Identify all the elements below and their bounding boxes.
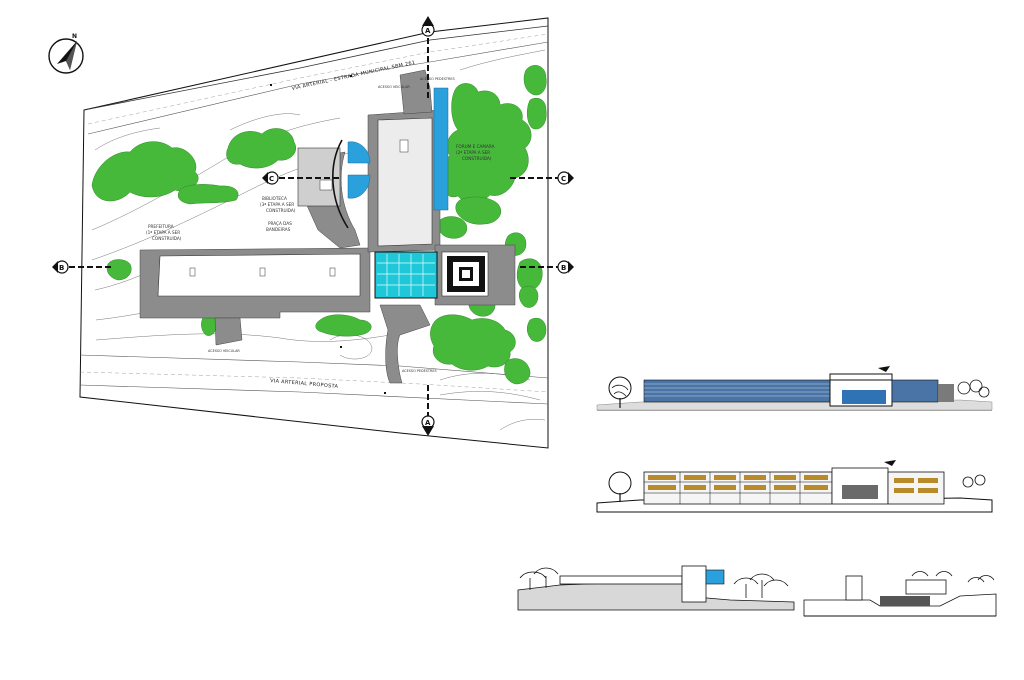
- elevation-front: [596, 366, 993, 411]
- section-markers: A A B B C C: [52, 16, 574, 436]
- blue-water-channel: [433, 87, 449, 211]
- section-a-bottom: A: [425, 419, 431, 427]
- prefeitura-label-3: CONSTRUIDA): [152, 236, 182, 241]
- forum-label-1: FORUM E CAMARA: [456, 144, 495, 149]
- prefeitura-building: [157, 253, 361, 297]
- forum-plenary: [447, 256, 485, 292]
- biblioteca-label-3: CONSTRUIDA): [266, 208, 296, 213]
- prefeitura-label-2: (1ª ETAPA A SER: [146, 230, 180, 235]
- building-details: [189, 139, 409, 277]
- north-arrow: N: [48, 33, 84, 74]
- water-circle-bottom: [347, 174, 371, 199]
- prefeitura-label-1: PREFEITURA: [148, 224, 174, 229]
- praca-label-2: BANDEIRAS: [266, 227, 291, 232]
- section-c-right: C: [561, 175, 566, 183]
- acesso-top-left-label: ACESSO VEICULAR: [378, 85, 410, 89]
- pool-courtyard: [374, 251, 438, 299]
- site-plan: VIA ARTERIAL - ESTRADA MUNICIPAL SBM 261…: [48, 16, 574, 449]
- acesso-top-right-label: ACESSO PEDESTRES: [420, 77, 455, 81]
- forum-label-2: (2ª ETAPA A SER: [456, 150, 490, 155]
- bottom-road: [79, 354, 549, 379]
- elevation-section: [596, 460, 993, 513]
- section-b-right: B: [561, 264, 566, 272]
- section-a-top: A: [425, 27, 431, 35]
- acesso-bottom-right-label: ACESSO PEDESTRES: [402, 369, 437, 373]
- biblioteca-label-2: (3ª ETAPA A SER: [260, 202, 294, 207]
- forum-label-3: CONSTRUIDA): [462, 156, 492, 161]
- bottom-road-label: VIA ARTERIAL PROPOSTA: [270, 378, 339, 390]
- north-label: N: [72, 33, 77, 40]
- section-lower-right: [803, 571, 997, 617]
- section-b-left: B: [59, 264, 64, 272]
- section-lower-left: [517, 565, 795, 611]
- top-road: [83, 25, 549, 111]
- water-circle-top: [347, 141, 371, 164]
- acesso-bottom-left-label: ACESSO VEICULAR: [208, 349, 240, 353]
- biblioteca-label-1: BIBLIOTECA: [262, 196, 287, 201]
- section-c-left: C: [269, 175, 274, 183]
- praca-label-1: PRAÇA DAS: [268, 221, 292, 226]
- building-footprints: [157, 117, 489, 297]
